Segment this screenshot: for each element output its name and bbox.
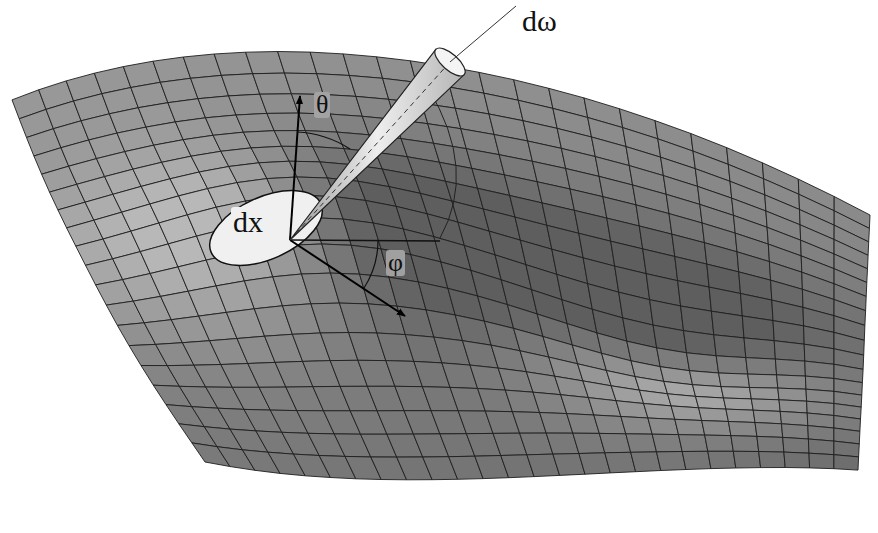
- grid-cell: [834, 441, 859, 457]
- grid-cell: [657, 452, 686, 471]
- curved-surface: [12, 52, 870, 480]
- grid-cell: [751, 399, 780, 412]
- grid-cell: [783, 437, 809, 453]
- grid-cell: [805, 361, 834, 378]
- theta-arc: [297, 132, 350, 149]
- grid-cell: [746, 358, 777, 375]
- grid-cell: [682, 451, 711, 469]
- grid-cell: [696, 396, 726, 409]
- grid-cell: [675, 419, 705, 435]
- grid-cell: [714, 335, 746, 358]
- grid-cell: [775, 359, 805, 376]
- grid-cell: [679, 435, 708, 452]
- meridian-arc: [428, 88, 456, 238]
- grid-cell: [708, 451, 736, 468]
- grid-cell: [777, 375, 806, 389]
- solid-angle-cone: [290, 49, 464, 240]
- grid-cell: [750, 388, 780, 400]
- grid-cell: [599, 433, 630, 452]
- grid-cell: [755, 423, 783, 438]
- grid-cell: [748, 374, 778, 388]
- grid-cell: [605, 452, 636, 473]
- grid-cell: [808, 426, 834, 442]
- grid-cell: [809, 453, 834, 469]
- grid-cell: [684, 331, 717, 356]
- grid-cell: [784, 452, 810, 468]
- tangent-arrow: [290, 240, 405, 316]
- grid-cell: [780, 411, 808, 425]
- grid-cell: [644, 404, 675, 420]
- grid-cell: [631, 452, 661, 472]
- grid-cell: [759, 452, 786, 468]
- grid-cell: [693, 385, 724, 398]
- grid-cell: [652, 434, 682, 452]
- area-label: dx: [231, 207, 265, 237]
- grid-cell: [690, 371, 722, 387]
- grid-cell: [778, 388, 807, 401]
- grid-cell: [626, 434, 657, 453]
- grid-cell: [719, 373, 750, 388]
- grid-cell: [779, 400, 807, 413]
- angle-label: θ: [314, 92, 330, 118]
- grid-cell: [731, 436, 759, 452]
- grid-cell: [742, 316, 774, 341]
- grid-cell: [702, 421, 731, 436]
- grid-cell: [621, 417, 652, 435]
- cone-axis: [290, 62, 450, 240]
- grid-cell: [687, 353, 719, 373]
- grid-cell: [733, 451, 760, 468]
- phi-arc: [364, 241, 378, 288]
- grid-cell: [774, 341, 805, 361]
- grid-cell: [757, 436, 784, 452]
- grid-cell: [671, 406, 702, 421]
- grid-cell: [726, 409, 755, 422]
- direction-line: [450, 6, 516, 62]
- grid-cell: [782, 424, 809, 439]
- grid-cell: [648, 418, 679, 435]
- reference-line: [290, 240, 440, 241]
- grid-cell: [711, 311, 744, 338]
- grid-cell: [716, 356, 748, 374]
- grid-cell: [705, 435, 734, 451]
- grid-cell: [681, 306, 714, 335]
- grid-cell: [699, 408, 729, 422]
- solid-angle-label: dω: [520, 6, 559, 36]
- grid-cell: [744, 338, 775, 359]
- grid-cell: [808, 439, 834, 455]
- grid-cell: [721, 387, 751, 399]
- grid-cell: [753, 410, 781, 424]
- area-patch: [199, 175, 334, 280]
- grid-cell: [728, 422, 757, 437]
- angle-label: φ: [386, 250, 405, 276]
- grid-cell: [724, 398, 754, 410]
- grid-cell: [834, 455, 859, 470]
- normal-arrow: [290, 96, 300, 240]
